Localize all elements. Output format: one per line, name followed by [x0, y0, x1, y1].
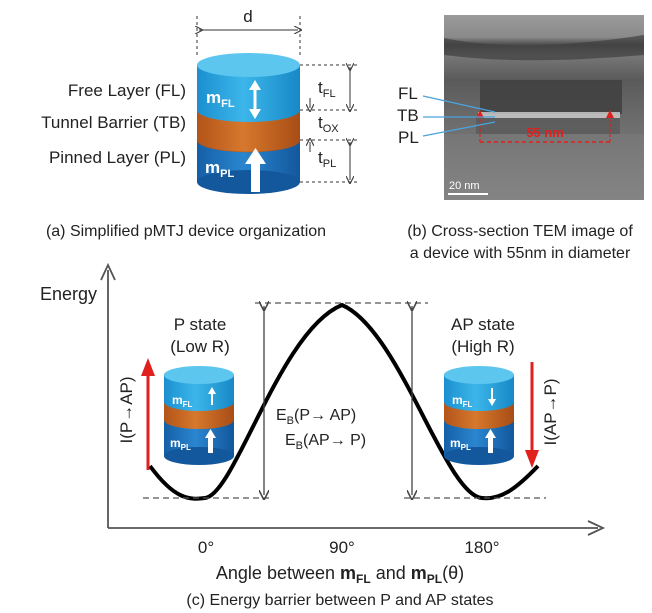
ap-state-line2: (High R) [451, 337, 514, 356]
tem-measure: 55 nm [526, 125, 564, 140]
caption-b-line2: a device with 55nm in diameter [410, 245, 631, 262]
t-fl: t [318, 78, 323, 97]
svg-text:mFL: mFL [452, 393, 473, 409]
svg-text:mFL: mFL [206, 88, 235, 110]
tem-pointer-arrows [422, 95, 496, 137]
tem-label-fl: FL [398, 84, 418, 103]
caption-c: (c) Energy barrier between P and AP stat… [186, 592, 493, 609]
eb-ap-p-main: E [285, 432, 296, 449]
eb-p-ap-rest: (P→ AP) [294, 407, 356, 424]
current-arrow-ap-to-p [525, 362, 539, 468]
svg-text:mFL: mFL [172, 393, 193, 409]
caption-b-line1: (b) Cross-section TEM image of [407, 223, 633, 240]
t-ox-sub: OX [323, 123, 340, 135]
caption-a: (a) Simplified pMTJ device organization [46, 223, 326, 240]
p-state-line2: (Low R) [170, 337, 230, 356]
ap-state-cylinder: mFL mPL [444, 366, 514, 465]
svg-text:mPL: mPL [450, 436, 471, 452]
eb-p-ap-main: E [276, 407, 287, 424]
dimension-d-label: d [243, 7, 252, 26]
p-mini-m-fl: m [172, 393, 183, 407]
m-fl-label: m [206, 88, 221, 107]
y-axis-label: Energy [40, 284, 97, 304]
ap-mini-m-fl: m [452, 393, 463, 407]
tick-90: 90° [329, 538, 355, 557]
pl-arrow [245, 148, 266, 192]
p-mini-pl-sub: PL [181, 443, 191, 452]
pmtj-cylinder [196, 53, 301, 194]
fl-double-arrow [249, 80, 261, 119]
t-fl-sub: FL [323, 88, 336, 100]
label-free-layer: Free Layer (FL) [68, 81, 186, 100]
m-fl-sub: FL [221, 98, 235, 110]
ap-mini-m-pl: m [450, 436, 461, 450]
tick-0: 0° [198, 538, 214, 557]
t-pl: t [318, 148, 323, 167]
panel-c: Energy EB(P→ AP) EB(AP→ P) P state (Low … [40, 262, 606, 609]
tem-label-pl: PL [398, 128, 419, 147]
t-ox: t [318, 113, 323, 132]
tem-label-tb: TB [397, 106, 419, 125]
p-mini-m-pl: m [170, 436, 181, 450]
eb-ap-p-rest: (AP→ P) [303, 432, 366, 449]
eb-p-ap-sub: B [287, 415, 294, 427]
m-pl-label: m [205, 158, 220, 177]
t-pl-sub: PL [323, 158, 336, 170]
current-arrow-p-to-ap [141, 358, 155, 470]
m-pl-sub: PL [220, 168, 234, 180]
ap-mini-pl-sub: PL [461, 443, 471, 452]
panel-a: d mFL mPL [41, 7, 358, 240]
svg-text:mPL: mPL [170, 436, 191, 452]
p-mini-fl-sub: FL [183, 400, 193, 409]
svg-text:EB(AP→ P): EB(AP→ P) [285, 432, 366, 452]
svg-text:tOX: tOX [318, 113, 339, 135]
x-axis-label: Angle between mFL and mPL(θ) [216, 563, 464, 586]
svg-text:mPL: mPL [205, 158, 234, 180]
current-label-ap-p: I(AP→P) [541, 378, 560, 445]
label-tunnel-barrier: Tunnel Barrier (TB) [41, 113, 186, 132]
tem-scale: 20 nm [449, 180, 480, 192]
svg-text:EB(P→ AP): EB(P→ AP) [276, 407, 356, 427]
tick-180: 180° [464, 538, 499, 557]
svg-text:tFL: tFL [318, 78, 336, 100]
svg-text:tPL: tPL [318, 148, 336, 170]
ap-mini-fl-sub: FL [463, 400, 473, 409]
current-label-p-ap: I(P→AP) [117, 376, 136, 443]
p-state-line1: P state [174, 315, 227, 334]
label-pinned-layer: Pinned Layer (PL) [49, 148, 186, 167]
thickness-markers [300, 65, 358, 182]
eb-ap-p-sub: B [296, 440, 303, 452]
p-state-cylinder: mFL mPL [164, 366, 234, 465]
ap-state-line1: AP state [451, 315, 515, 334]
panel-b: 20 nm 55 nm FL TB PL (b) Cross-section T… [397, 15, 644, 262]
